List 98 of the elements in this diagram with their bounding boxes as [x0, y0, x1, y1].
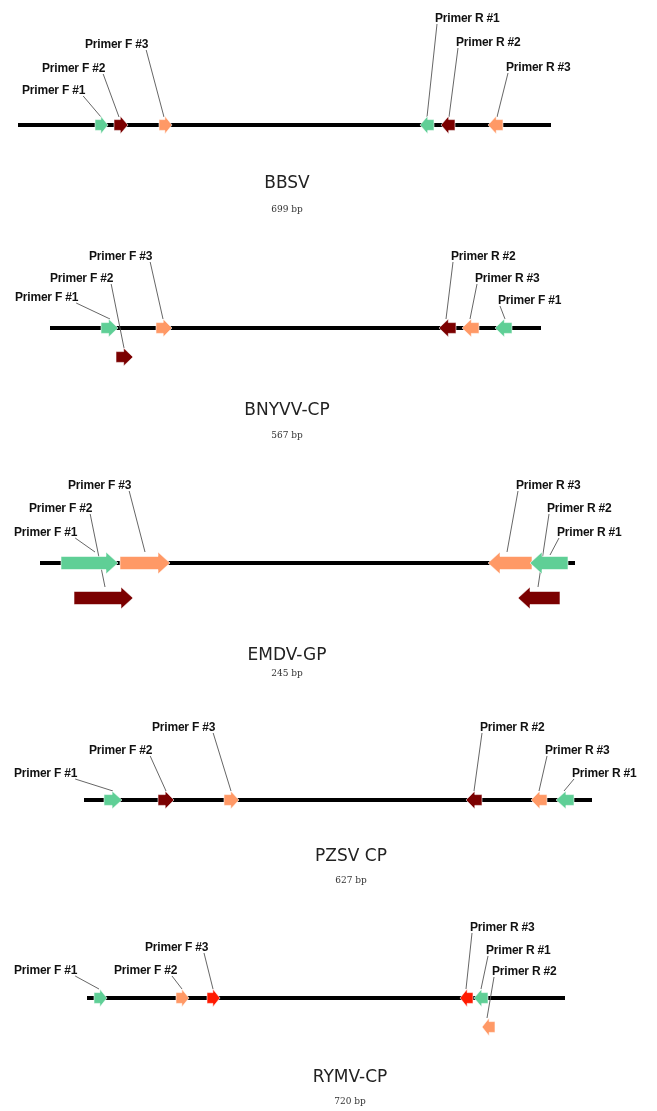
primer-marker [420, 116, 434, 134]
primer-marker [482, 1018, 495, 1036]
primer-marker [74, 587, 133, 609]
primer-marker [488, 116, 503, 134]
leader-line [82, 95, 102, 118]
leader-line [102, 73, 120, 118]
primer-label: Primer F #1 [15, 290, 79, 304]
primer-marker [94, 989, 107, 1007]
leader-line [426, 23, 438, 118]
leader-line [469, 283, 478, 320]
leader-line [128, 490, 146, 553]
primer-label: Primer R #2 [451, 249, 516, 263]
primer-label: Primer R #2 [480, 720, 545, 734]
primer-marker [462, 319, 479, 337]
primer-marker [530, 552, 568, 574]
primer-label: Primer F #2 [50, 271, 114, 285]
primer-marker [439, 319, 456, 337]
leader-line [499, 305, 506, 320]
leader-line [149, 261, 164, 320]
leader-line [465, 932, 473, 990]
primer-label: Primer F #3 [85, 37, 149, 51]
leader-line [496, 72, 509, 118]
leader-line [448, 47, 459, 118]
sequence-name: RYMV-CP [312, 1066, 388, 1086]
length-label: 699 bp [271, 204, 303, 215]
primer-label: Primer R #2 [492, 964, 557, 978]
primer-label: Primer F #1 [498, 293, 562, 307]
primer-marker [518, 587, 560, 609]
primer-label: Primer F #1 [22, 83, 86, 97]
leader-line [212, 732, 232, 792]
primer-label: Primer F #2 [29, 501, 93, 515]
primer-marker [495, 319, 512, 337]
primer-marker [224, 791, 239, 809]
leader-line [74, 537, 96, 553]
primer-marker [176, 989, 189, 1007]
primer-marker [441, 116, 455, 134]
primer-marker [466, 791, 482, 809]
leader-line [110, 283, 125, 349]
primer-marker [116, 348, 133, 366]
primer-label: Primer F #3 [152, 720, 216, 734]
primer-label: Primer F #2 [114, 963, 178, 977]
leader-line [486, 976, 495, 1019]
length-label: 627 bp [335, 875, 367, 886]
length-label: 245 bp [271, 668, 303, 679]
primer-label: Primer R #3 [475, 271, 540, 285]
primer-marker [61, 552, 118, 574]
primer-marker [104, 791, 122, 809]
primer-label: Primer R #2 [547, 501, 612, 515]
primer-label: Primer R #3 [506, 60, 571, 74]
primer-marker [488, 552, 532, 574]
leader-line [538, 755, 548, 792]
primer-marker [159, 116, 172, 134]
primer-label: Primer R #3 [470, 920, 535, 934]
length-label: 720 bp [334, 1096, 366, 1107]
primer-label: Primer R #2 [456, 35, 521, 49]
primer-label: Primer R #1 [572, 766, 637, 780]
leader-line [445, 261, 454, 320]
leader-line [203, 952, 214, 990]
primer-label: Primer F #1 [14, 963, 78, 977]
sequence-name: PZSV CP [315, 845, 387, 865]
primer-marker [120, 552, 170, 574]
primer-label: Primer F #1 [14, 525, 78, 539]
primer-marker [460, 989, 473, 1007]
primer-label: Primer F #3 [145, 940, 209, 954]
primer-label: Primer R #3 [545, 743, 610, 757]
primer-marker [158, 791, 174, 809]
primer-label: Primer F #3 [89, 249, 153, 263]
length-label: 567 bp [271, 430, 303, 441]
leader-line [549, 537, 560, 556]
primer-label: Primer F #3 [68, 478, 132, 492]
leader-line [75, 302, 111, 320]
primer-label: Primer F #2 [89, 743, 153, 757]
primer-marker [531, 791, 547, 809]
leader-line [563, 778, 575, 792]
primer-label: Primer F #1 [14, 766, 78, 780]
leader-line [74, 975, 100, 990]
sequence-name: BNYVV-CP [244, 399, 330, 419]
primer-label: Primer F #2 [42, 61, 106, 75]
leader-line [506, 490, 519, 553]
leader-line [480, 955, 489, 990]
primer-marker [207, 989, 220, 1007]
sequence-name: EMDV-GP [247, 644, 327, 664]
primer-marker [156, 319, 172, 337]
leader-line [149, 755, 167, 792]
primer-label: Primer R #3 [516, 478, 581, 492]
leader-line [74, 778, 114, 792]
primer-marker [101, 319, 118, 337]
leader-line [473, 732, 483, 792]
primer-label: Primer R #1 [435, 11, 500, 25]
leader-line [145, 49, 165, 118]
primer-marker [114, 116, 128, 134]
leader-line [171, 975, 183, 990]
sequence-name: BBSV [264, 172, 310, 192]
primer-marker [95, 116, 108, 134]
primer-label: Primer R #1 [557, 525, 622, 539]
primer-label: Primer R #1 [486, 943, 551, 957]
primer-marker [556, 791, 574, 809]
primer-marker [474, 989, 488, 1007]
